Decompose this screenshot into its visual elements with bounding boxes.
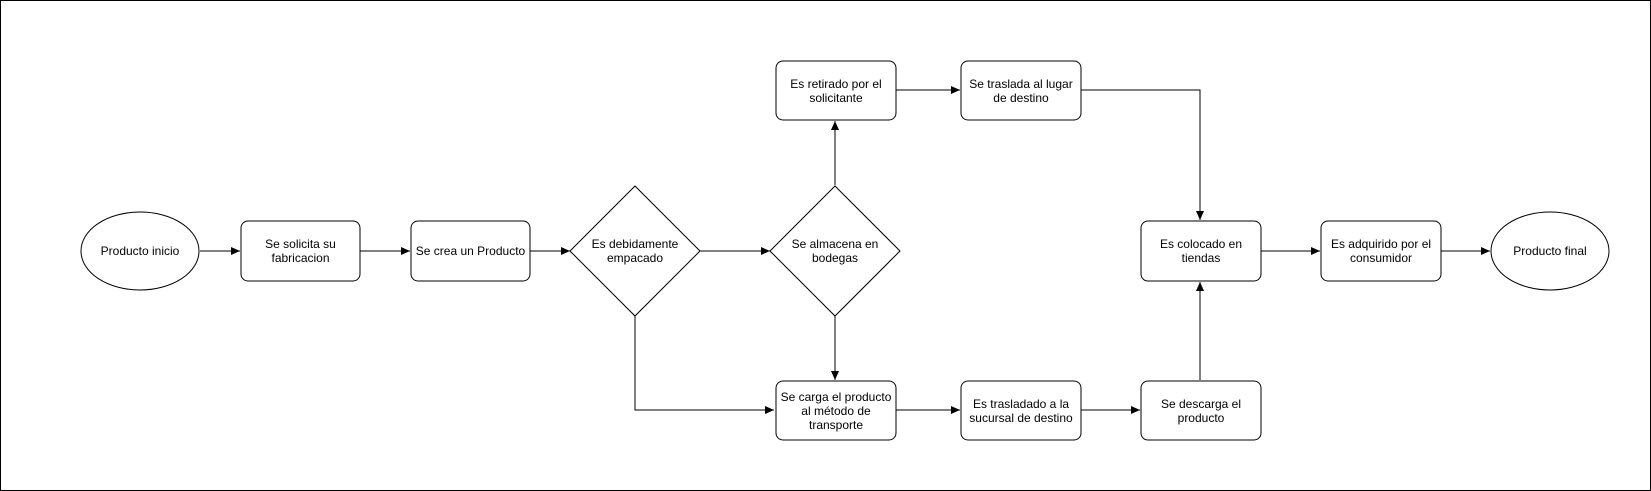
process-colocado (1140, 220, 1262, 282)
edge-traslada-to-colocado (1081, 89, 1204, 220)
end-node (1490, 211, 1610, 291)
process-crea (410, 220, 531, 282)
edge-empacado-to-carga (634, 315, 774, 414)
process-carga (775, 380, 897, 441)
process-traslada (960, 60, 1082, 121)
process-adquirido (1320, 220, 1442, 282)
process-solicita (240, 220, 361, 282)
process-retirado (775, 60, 897, 121)
process-trasladado (960, 380, 1082, 441)
start-node (80, 211, 200, 291)
decision-empacado (569, 185, 701, 317)
decision-almacena (769, 185, 901, 317)
process-descarga (1140, 380, 1262, 441)
